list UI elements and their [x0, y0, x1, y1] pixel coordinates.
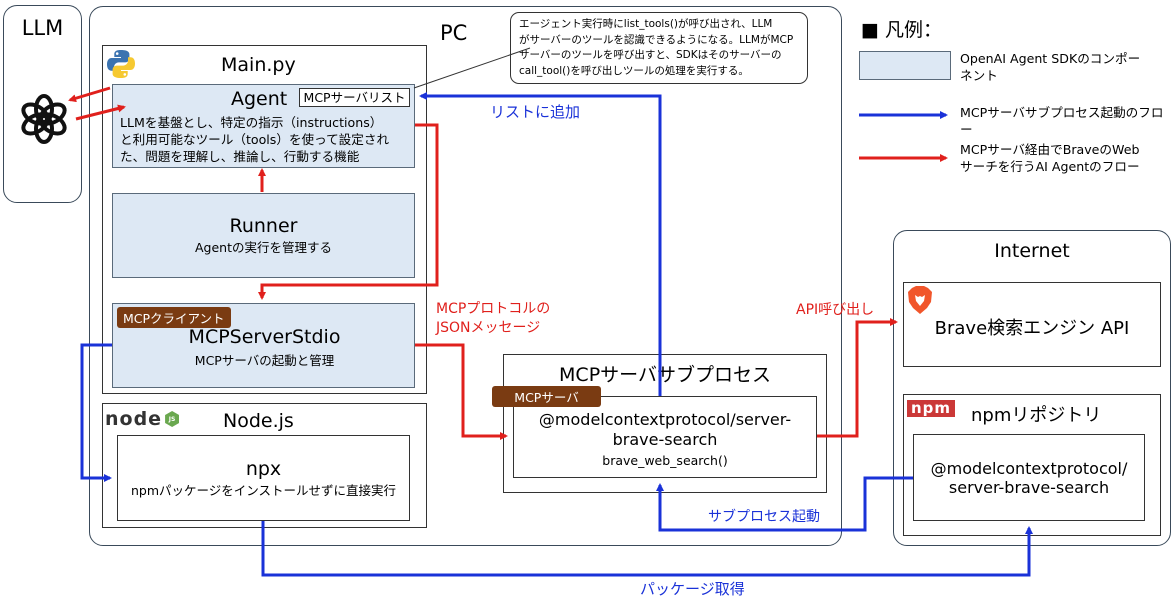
- runner-title: Runner: [229, 215, 298, 237]
- legend-red-line: MCPサーバ経由でBraveのWeb: [960, 142, 1140, 157]
- brave-lion-icon: [908, 286, 932, 314]
- npx-box: npx npmパッケージをインストールせずに直接実行: [117, 435, 410, 521]
- mcp-server-list: MCPサーバリスト: [299, 88, 410, 107]
- mcp-client-box: MCPクライアント MCPServerStdio MCPサーバの起動と管理: [112, 303, 415, 388]
- label-api-call: API呼び出し: [796, 302, 875, 318]
- nodejs-logo-icon: node JS: [105, 408, 180, 430]
- npm-logo-icon: npm: [907, 400, 956, 417]
- npm-package-line2: server-brave-search: [948, 477, 1110, 497]
- agent-desc-line: LLMを基盤とし、特定の指示（instructions）: [120, 115, 383, 130]
- legend-title: ■ 凡例：: [861, 19, 942, 41]
- agent-desc-line: た、問題を理解し、推論し、行動する機能: [120, 149, 360, 164]
- label-mcp-protocol-1: MCPプロトコルの: [436, 301, 551, 317]
- mcp-server-line2: brave-search: [612, 430, 718, 449]
- mcp-client-tag: MCPクライアント: [117, 307, 231, 328]
- runner-box: Runner Agentの実行を管理する: [112, 193, 415, 278]
- label-mcp-protocol-2: JSONメッセージ: [436, 320, 541, 336]
- agent-desc-line: と利用可能なツール（tools）を使って設定され: [120, 132, 390, 147]
- subprocess-title: MCPサーバサブプロセス: [559, 364, 771, 386]
- mcp-server-tag: MCPサーバ: [492, 386, 601, 407]
- callout-bubble: エージェント実行時にlist_tools()が呼び出され、LLM がサーバーのツ…: [510, 12, 808, 84]
- label-list-add: リストに追加: [490, 103, 581, 121]
- npx-desc: npmパッケージをインストールせずに直接実行: [130, 482, 397, 498]
- openai-logo-icon: [21, 94, 67, 144]
- llm-box: LLM: [3, 5, 82, 203]
- callout-line: call_tool()を呼び出しツールの処理を実行する。: [519, 64, 749, 77]
- npm-repo-title: npmリポジトリ: [971, 405, 1102, 426]
- legend-component-swatch: [859, 51, 951, 80]
- callout-line: がサーバーのツールを認識できるようになる。LLMがMCP: [519, 33, 794, 46]
- nodejs-logo-hex: JS: [165, 411, 180, 427]
- internet-title: Internet: [994, 240, 1070, 262]
- nodejs-logo-text: node: [105, 408, 163, 430]
- red-arrow-server-brave: [817, 318, 898, 438]
- blue-arrow-server-list: [419, 92, 662, 396]
- callout-line: エージェント実行時にlist_tools()が呼び出され、LLM: [519, 18, 773, 30]
- pc-title: PC: [440, 21, 468, 45]
- npx-title: npx: [245, 457, 282, 480]
- mcp-server-list-label: MCPサーバリスト: [303, 90, 406, 105]
- brave-title: Brave検索エンジン API: [934, 318, 1130, 339]
- red-arrow-agent-client: [258, 123, 439, 300]
- agent-box: Agent MCPサーバリスト LLMを基盤とし、特定の指示（instructi…: [112, 84, 415, 168]
- blue-arrow-client-npx: [80, 343, 112, 482]
- legend-component-label: OpenAI Agent SDKのコンポー ネント: [960, 50, 1140, 84]
- mcp-server-line1: @modelcontextprotocol/server-: [538, 410, 792, 429]
- blue-arrow-npm-subprocess: [656, 476, 913, 532]
- npm-package-line1: @modelcontextprotocol/: [930, 458, 1128, 478]
- nodejs-title: Node.js: [223, 410, 294, 432]
- label-subprocess-start: サブプロセス起動: [708, 509, 820, 525]
- nodejs-logo-js: JS: [168, 415, 176, 423]
- agent-title: Agent: [231, 88, 288, 110]
- blue-arrow-npx-npm: [261, 521, 1033, 577]
- mcp-server-line3: brave_web_search(): [602, 453, 728, 468]
- callout-line: サーバーのツールを呼び出すと、SDKはそのサーバーの: [519, 49, 782, 61]
- red-arrow-to-llm: [68, 86, 111, 103]
- legend-red-line: サーチを行うAI Agentのフロー: [960, 159, 1140, 174]
- agent-desc: LLMを基盤とし、特定の指示（instructions） と利用可能なツール（t…: [120, 114, 415, 165]
- main-py-title: Main.py: [221, 54, 296, 76]
- legend-component-line: ネント: [960, 68, 998, 83]
- legend-blue-label: MCPサーバサブプロセス起動のフロー: [960, 105, 1164, 137]
- callout-pointer: [413, 47, 531, 89]
- mcp-server-box: @modelcontextprotocol/server- brave-sear…: [513, 396, 817, 478]
- legend-component-line: OpenAI Agent SDKのコンポー: [960, 51, 1141, 66]
- label-package-get: パッケージ取得: [640, 580, 745, 598]
- llm-title: LLM: [21, 16, 64, 40]
- mcp-client-desc: MCPサーバの起動と管理: [194, 353, 335, 368]
- brave-box: Brave検索エンジン API: [903, 282, 1161, 367]
- red-arrow-client-server: [415, 343, 508, 440]
- legend-red-label: MCPサーバ経由でBraveのWeb サーチを行うAI Agentのフロー: [960, 141, 1140, 175]
- npm-package-box: @modelcontextprotocol/ server-brave-sear…: [913, 434, 1145, 521]
- mcp-client-title: MCPServerStdio: [188, 326, 341, 348]
- runner-desc: Agentの実行を管理する: [195, 240, 332, 255]
- python-logo-icon: [105, 48, 137, 80]
- red-arrow-from-llm: [75, 104, 126, 121]
